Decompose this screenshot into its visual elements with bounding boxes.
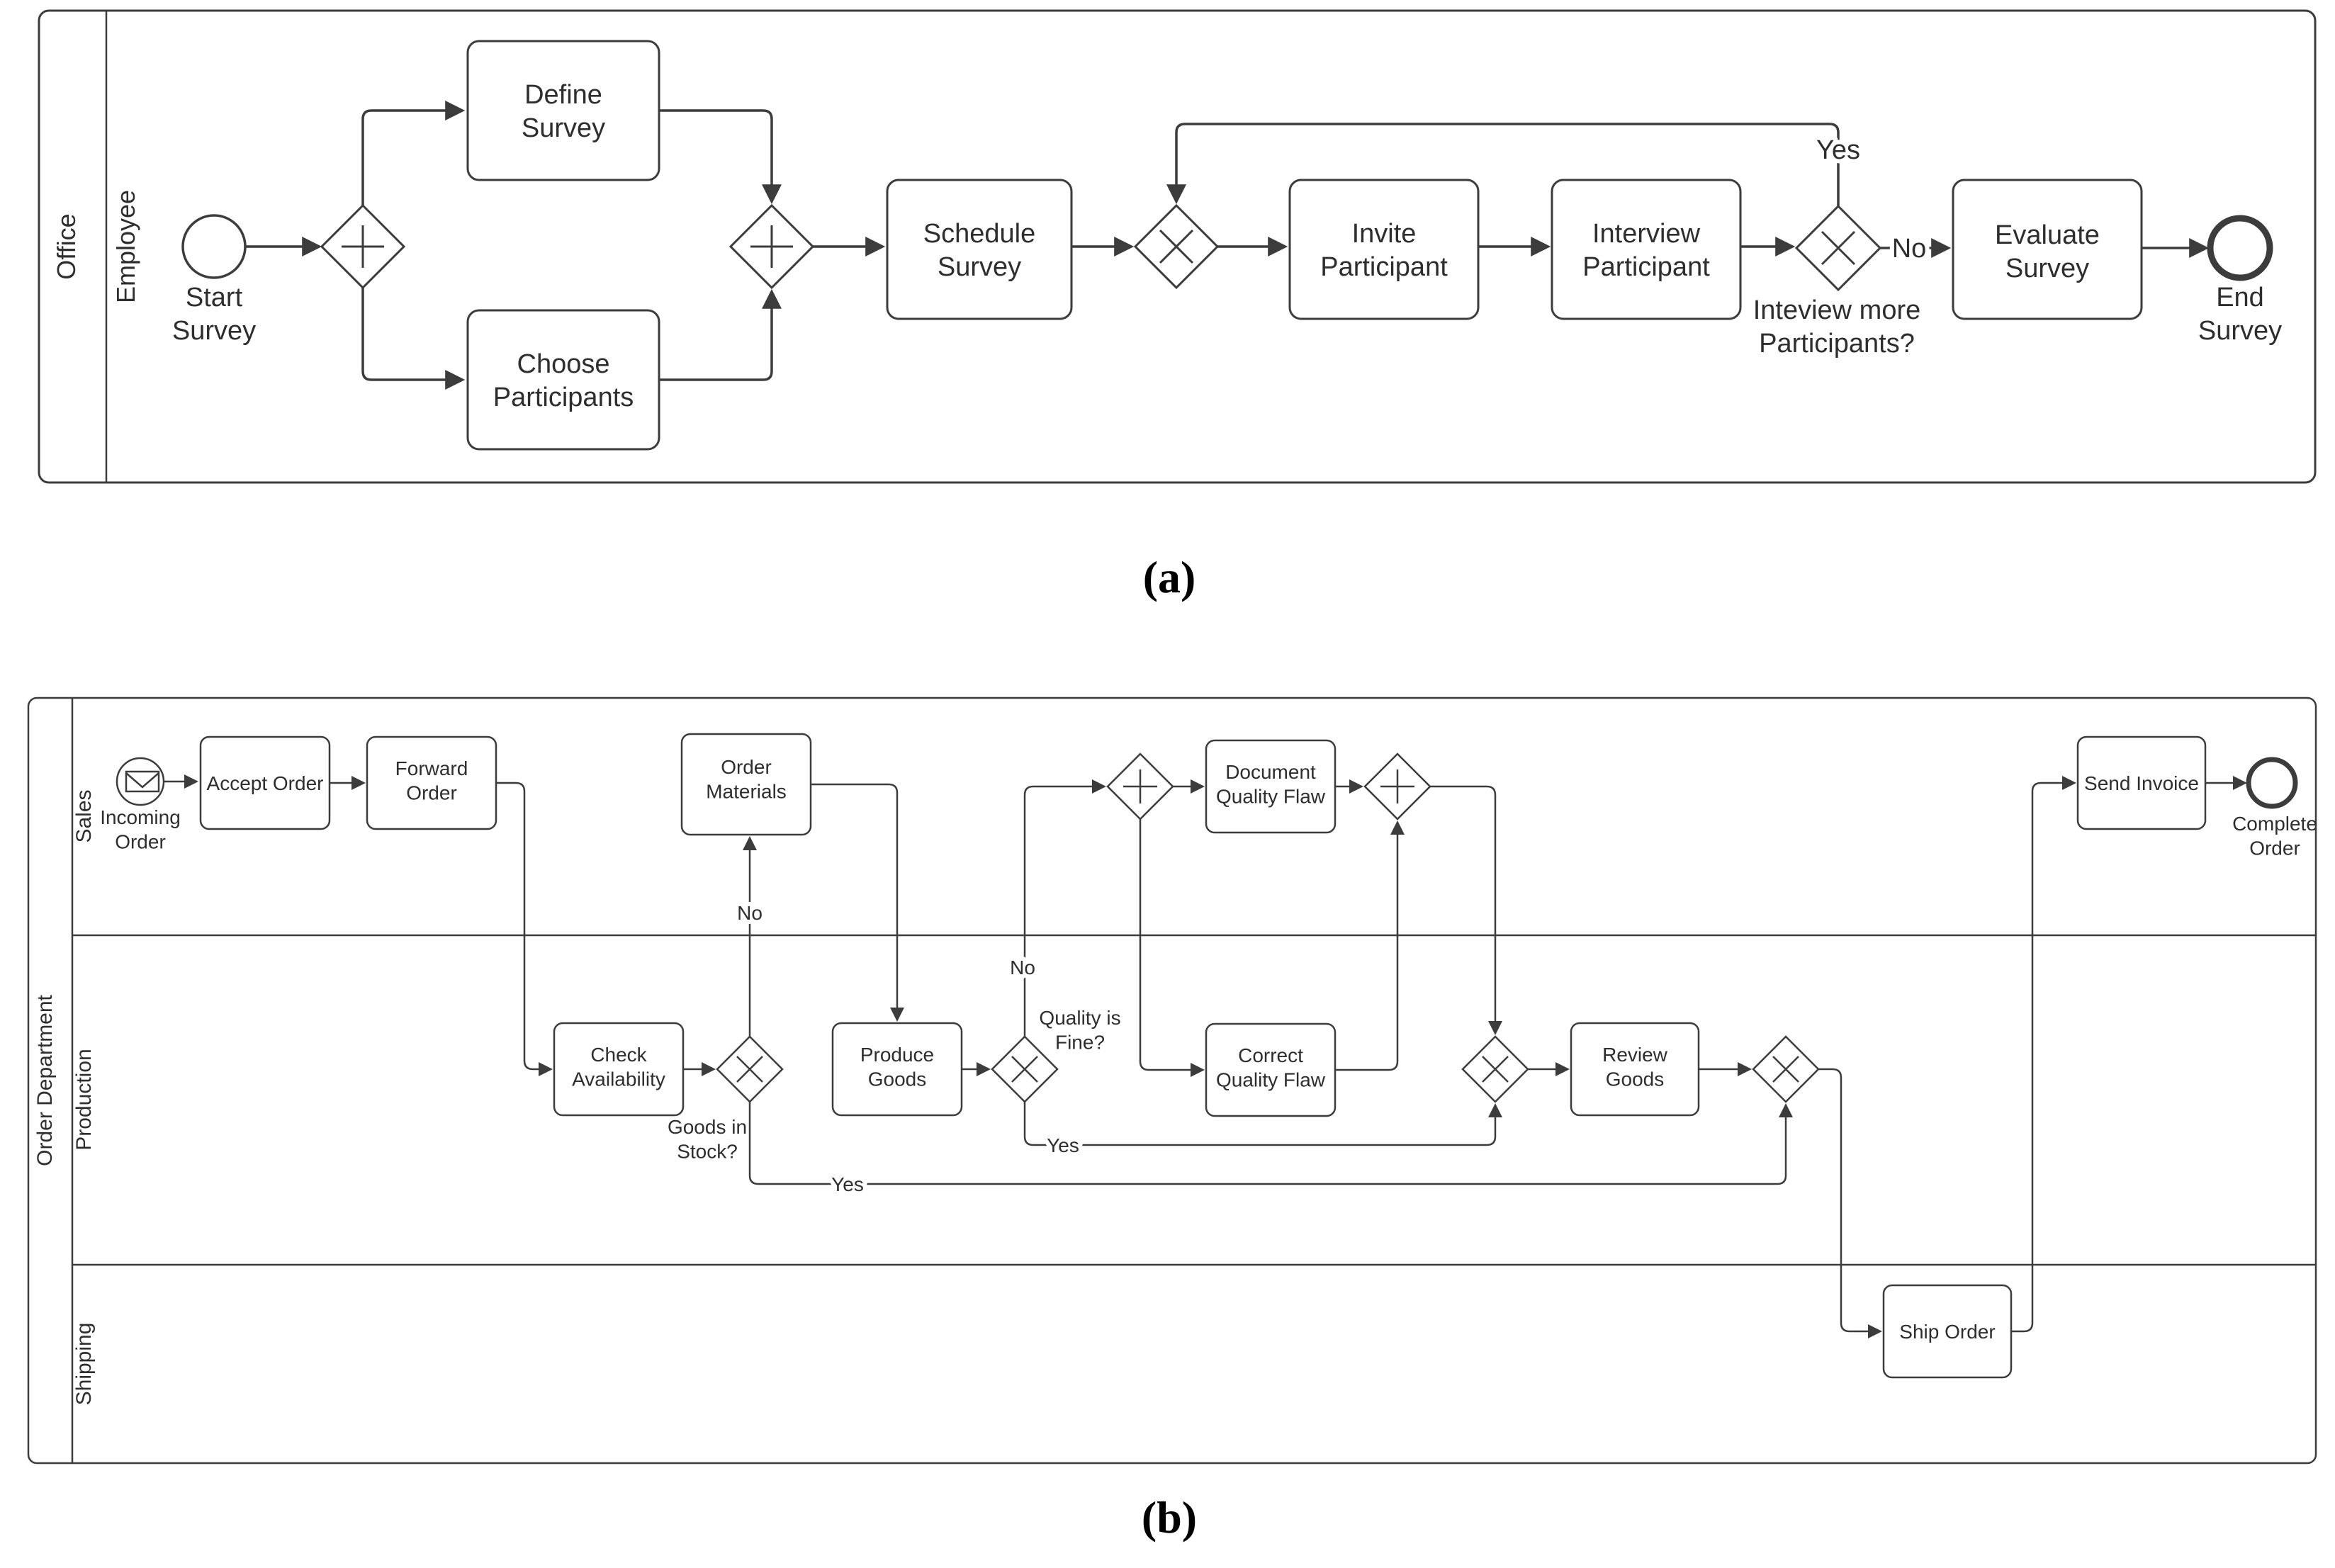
pool-order-department — [27, 696, 2317, 1465]
lane-employee-label: Employee — [111, 190, 140, 303]
task-define-survey — [466, 40, 660, 181]
task-review-goods — [1570, 1022, 1700, 1117]
flow-join-to-pre-review-merge — [1430, 785, 1502, 1035]
flow-goods-yes-to-post-review-merge — [748, 1102, 1793, 1185]
task-document-quality-flaw — [1205, 739, 1337, 834]
task-accept-order — [199, 735, 331, 830]
task-send-invoice-label: Send Invoice — [2084, 772, 2199, 794]
parallel-plus-icon — [342, 225, 384, 268]
label-no: No — [1892, 234, 1927, 264]
lane-sales-label: Sales — [72, 789, 96, 842]
label-yes: Yes — [1816, 135, 1860, 165]
task-schedule-survey — [886, 179, 1073, 320]
caption-b: (b) — [1142, 1492, 1197, 1542]
flow-split-to-define-survey — [361, 101, 466, 205]
exclusive-x-icon — [736, 1056, 763, 1083]
message-start-event-circle — [116, 757, 165, 806]
pool-order-department-label: Order Department — [33, 994, 57, 1166]
start-event-circle — [181, 214, 247, 279]
envelope-flap-icon — [125, 772, 159, 789]
task-produce-goods — [831, 1022, 963, 1117]
flow-order-materials-to-produce — [811, 783, 904, 1022]
envelope-icon — [125, 770, 160, 793]
task-invite-participant — [1288, 179, 1480, 320]
lane-shipping-label: Shipping — [72, 1323, 96, 1406]
flow-quality-yes-to-pre-review-merge — [1023, 1102, 1502, 1146]
task-evaluate-survey — [1952, 179, 2143, 320]
label-no: No — [737, 902, 763, 924]
complete-order-end-circle — [2246, 757, 2298, 809]
task-ship-order — [1882, 1284, 2013, 1379]
flow-forward-to-check-availability — [496, 782, 553, 1076]
task-accept-order-label: Accept Order — [207, 772, 324, 794]
task-order-materials — [680, 733, 812, 836]
pool-office-label: Office — [52, 213, 81, 279]
task-ship-order-label: Ship Order — [1899, 1321, 1995, 1343]
flow-define-survey-to-join — [659, 109, 782, 205]
parallel-plus-icon — [750, 225, 793, 268]
flow-ship-to-send-invoice — [2011, 776, 2076, 1333]
label-yes: Yes — [831, 1173, 864, 1195]
exclusive-x-icon — [1011, 1056, 1038, 1083]
exclusive-x-icon — [1159, 229, 1194, 264]
task-check-availability — [553, 1022, 685, 1117]
end-event-circle — [2207, 215, 2273, 281]
diagram-b: Order Department Sales Production Shippi… — [27, 696, 2317, 1465]
task-choose-participants — [466, 309, 660, 451]
task-send-invoice — [2076, 735, 2207, 830]
parallel-plus-icon — [1380, 769, 1414, 803]
flow-decision-yes-loopback — [1166, 123, 1840, 206]
flow-choose-participants-to-join — [659, 288, 782, 381]
task-interview-participant — [1551, 179, 1742, 320]
caption-a: (a) — [1143, 552, 1196, 602]
label-yes: Yes — [1047, 1134, 1079, 1156]
flow-correct-flaw-to-parallel-join — [1335, 820, 1405, 1071]
flow-merge-to-ship-order — [1818, 1068, 1882, 1338]
flow-split-to-correct-flaw — [1139, 819, 1205, 1077]
parallel-plus-icon — [1123, 769, 1157, 803]
flow-split-to-choose-participants — [361, 288, 466, 390]
task-correct-quality-flaw — [1205, 1022, 1337, 1117]
label-no: No — [1010, 957, 1035, 978]
exclusive-x-icon — [1772, 1056, 1799, 1083]
lane-production-label: Production — [72, 1049, 96, 1150]
exclusive-x-icon — [1821, 230, 1856, 266]
task-forward-order — [366, 735, 497, 830]
exclusive-x-icon — [1482, 1056, 1509, 1083]
flow-quality-no-to-parallel-split — [1023, 779, 1106, 1037]
